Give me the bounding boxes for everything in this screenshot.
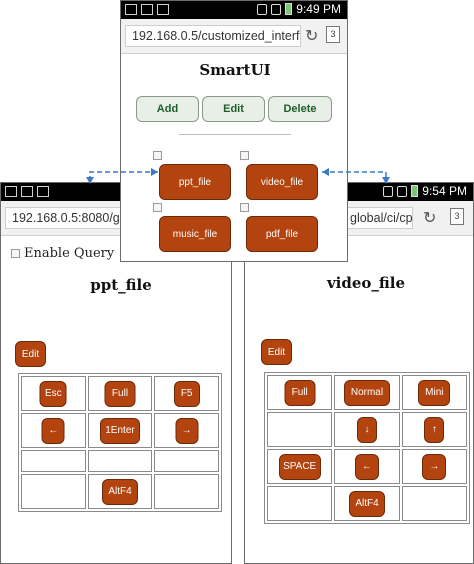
no-signal-icon	[397, 185, 408, 197]
altf4-key-button[interactable]: AltF4	[101, 478, 138, 505]
mini-key-button[interactable]: Mini	[418, 379, 451, 406]
key-grid: Full Normal Mini ↓ ↑ SPACE ← → AltF4	[264, 372, 470, 524]
add-button[interactable]: Add	[136, 96, 199, 122]
altf4-key-button[interactable]: AltF4	[348, 490, 385, 517]
key-grid: Esc Full F5 ← 1Enter → AltF4	[18, 373, 222, 512]
edit-button[interactable]: Edit	[261, 339, 292, 365]
image-icon	[141, 4, 153, 15]
f5-key-button[interactable]: F5	[173, 380, 200, 407]
page-title: ppt_file	[90, 276, 152, 294]
center-phone: 9:49 PM 192.168.0.5/customized_interfac …	[120, 0, 348, 262]
edit-button[interactable]: Edit	[15, 341, 46, 367]
wifi-icon	[383, 185, 394, 197]
full-key-button[interactable]: Full	[104, 380, 136, 407]
status-bar: 9:49 PM	[121, 1, 347, 19]
enable-query-checkbox[interactable]	[11, 249, 20, 258]
page-title: video_file	[326, 274, 406, 292]
file-checkbox[interactable]	[153, 203, 162, 212]
edit-button[interactable]: Edit	[202, 96, 265, 122]
status-icon	[125, 4, 137, 15]
right-arrow-key-button[interactable]: →	[175, 417, 199, 444]
tabs-icon[interactable]: 3	[450, 208, 464, 225]
status-icon	[5, 186, 17, 197]
wifi-icon	[257, 3, 268, 15]
file-button-pdf[interactable]: pdf_file	[246, 216, 318, 252]
esc-key-button[interactable]: Esc	[39, 380, 67, 407]
battery-icon	[285, 3, 293, 15]
left-arrow-key-button[interactable]: ←	[41, 417, 65, 444]
file-button-video[interactable]: video_file	[246, 164, 318, 200]
reload-icon[interactable]: ↻	[423, 210, 437, 227]
up-arrow-key-button[interactable]: ↑	[424, 416, 445, 443]
right-arrow-key-button[interactable]: →	[422, 453, 447, 480]
file-button-ppt[interactable]: ppt_file	[159, 164, 231, 200]
file-checkbox[interactable]	[240, 203, 249, 212]
battery-icon	[411, 185, 419, 197]
divider	[179, 134, 291, 135]
no-signal-icon	[271, 3, 282, 15]
down-arrow-key-button[interactable]: ↓	[356, 416, 377, 443]
file-button-music[interactable]: music_file	[159, 216, 231, 252]
clock: 9:49 PM	[296, 2, 341, 16]
clock: 9:54 PM	[422, 184, 467, 198]
space-key-button[interactable]: SPACE	[278, 453, 321, 480]
address-bar: 192.168.0.5/customized_interfac ↻ 3	[121, 19, 347, 54]
full-key-button[interactable]: Full	[284, 379, 316, 406]
file-checkbox[interactable]	[240, 151, 249, 160]
delete-button[interactable]: Delete	[268, 96, 332, 122]
page-title: SmartUI	[199, 61, 271, 79]
file-checkbox[interactable]	[153, 151, 162, 160]
enable-query-label: Enable Query	[24, 246, 115, 261]
reload-icon[interactable]: ↻	[305, 28, 319, 45]
image-icon	[21, 186, 33, 197]
download-icon	[37, 186, 49, 197]
tabs-icon[interactable]: 3	[326, 26, 340, 43]
download-icon	[157, 4, 169, 15]
url-field[interactable]: 192.168.0.5/customized_interfac	[125, 25, 301, 47]
enter-key-button[interactable]: 1Enter	[99, 417, 140, 444]
normal-key-button[interactable]: Normal	[343, 379, 390, 406]
left-arrow-key-button[interactable]: ←	[354, 453, 379, 480]
